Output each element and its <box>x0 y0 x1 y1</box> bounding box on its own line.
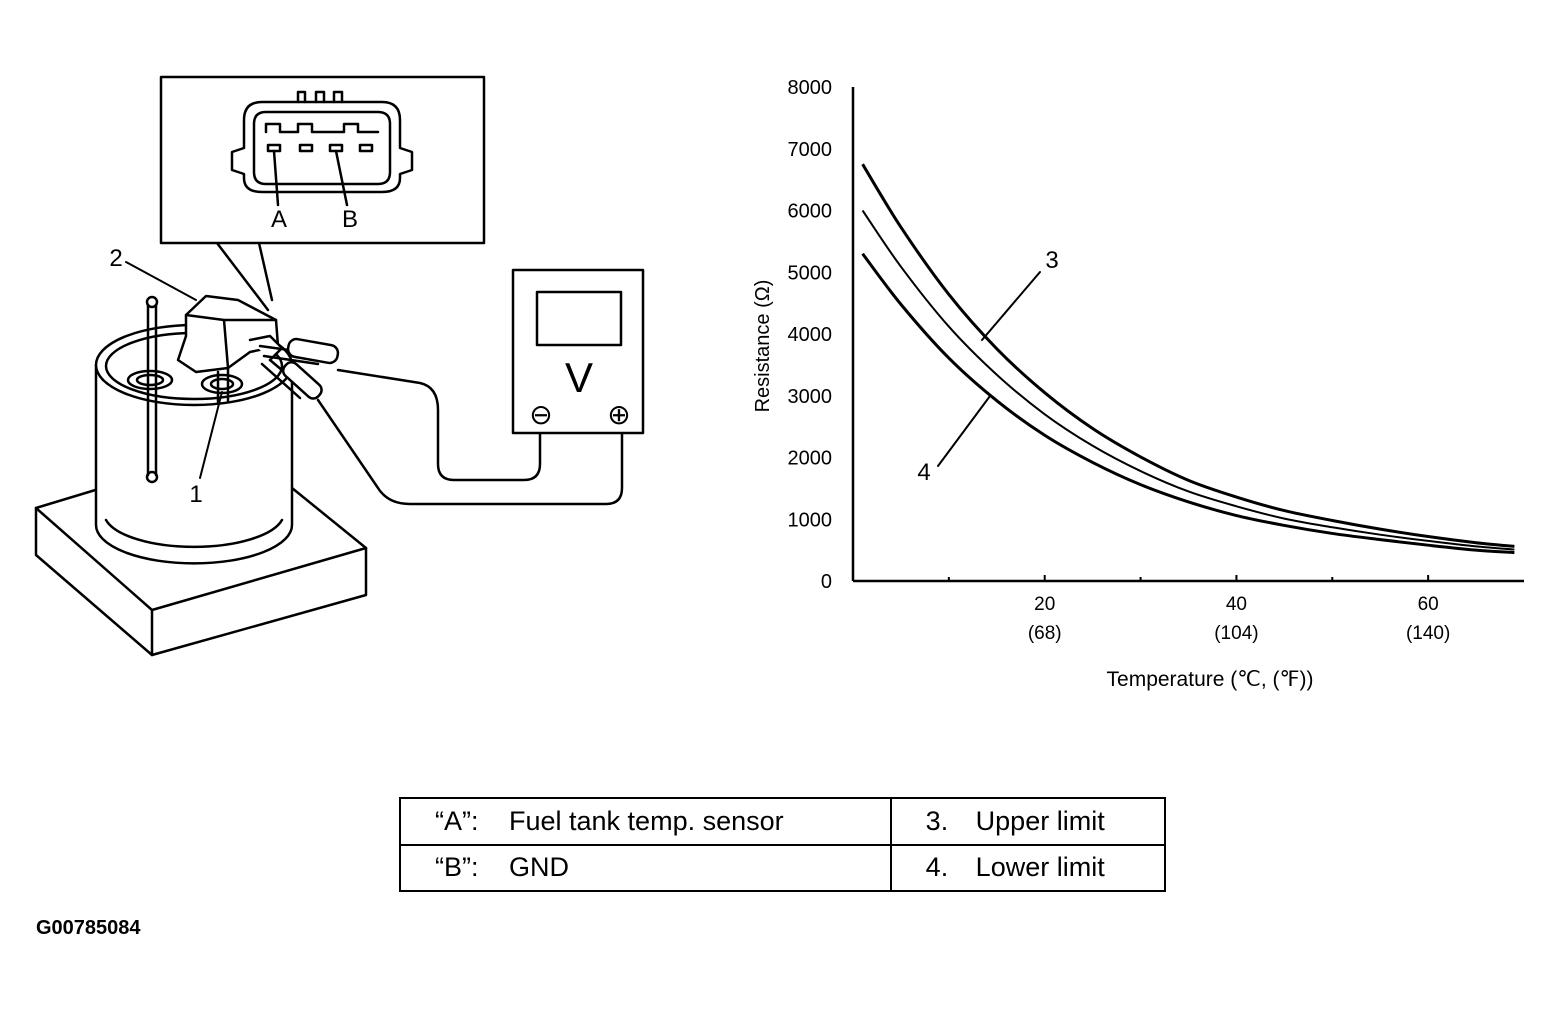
meter-plus-terminal: ⊕ <box>607 399 630 430</box>
legend-key: “B”: <box>435 852 479 883</box>
upper-limit-curve <box>861 163 1515 548</box>
legend-cell: 3. Upper limit <box>889 797 1167 846</box>
y-tick-label: 6000 <box>788 201 833 223</box>
legend-desc: GND <box>509 852 569 883</box>
y-axis-label: Resistance (Ω) <box>752 280 774 413</box>
pin-b-label: B <box>342 206 358 233</box>
y-tick-label: 5000 <box>788 262 833 284</box>
resistance-chart: 0 1000 2000 3000 4000 5000 6000 7000 8000 20 (68)… <box>752 77 1524 691</box>
y-tick-label: 1000 <box>788 509 833 531</box>
legend-num-desc: Lower limit <box>975 852 1105 883</box>
pin-a-label: A <box>271 206 287 233</box>
callout-1: 1 <box>189 481 202 508</box>
fuel-tank-temp-sensor <box>176 294 284 404</box>
legend-num: 4. <box>925 852 949 883</box>
y-tick-label: 3000 <box>788 386 833 408</box>
voltmeter <box>511 268 645 435</box>
x-tick-label-f: (68) <box>1028 623 1062 644</box>
y-tick-label: 7000 <box>788 139 833 161</box>
x-axis-label: Temperature (℃, (℉)) <box>1107 668 1314 691</box>
y-tick-label: 0 <box>821 571 832 593</box>
meter-minus-terminal: ⊖ <box>529 399 552 430</box>
y-tick-label: 2000 <box>788 448 833 470</box>
callout-2: 2 <box>109 245 122 272</box>
x-tick-label-f: (140) <box>1406 623 1450 644</box>
legend-row: “A”: Fuel tank temp. sensor 3. Upper limit <box>399 797 1167 846</box>
legend-desc: Fuel tank temp. sensor <box>509 805 784 836</box>
probe-leads <box>258 337 624 506</box>
legend-key: “A”: <box>435 805 479 836</box>
legend-num-desc: Upper limit <box>975 805 1105 836</box>
legend-row: “B”: GND 4. Lower limit <box>399 843 1167 892</box>
lower-limit-curve <box>861 252 1515 555</box>
legend-cell: “B”: GND <box>399 843 892 892</box>
figure-id: G00785084 <box>36 917 141 939</box>
legend-num: 3. <box>925 805 949 836</box>
callout-4: 4 <box>917 459 930 486</box>
x-tick-label-f: (104) <box>1214 623 1258 644</box>
meter-volt-symbol: V <box>565 354 593 401</box>
y-tick-label: 8000 <box>788 77 833 99</box>
y-tick-label: 4000 <box>788 324 833 346</box>
x-tick-label-c: 40 <box>1226 594 1247 615</box>
legend-cell: 4. Lower limit <box>889 843 1167 892</box>
legend-cell: “A”: Fuel tank temp. sensor <box>399 797 892 846</box>
nominal-curve <box>861 209 1515 551</box>
connector-inset <box>159 75 486 312</box>
callout-3: 3 <box>1045 247 1058 274</box>
legend-table: “A”: Fuel tank temp. sensor 3. Upper limit… <box>399 797 1167 892</box>
x-tick-label-c: 60 <box>1418 594 1439 615</box>
callout-leaders <box>125 261 1041 479</box>
x-tick-label-c: 20 <box>1034 594 1055 615</box>
